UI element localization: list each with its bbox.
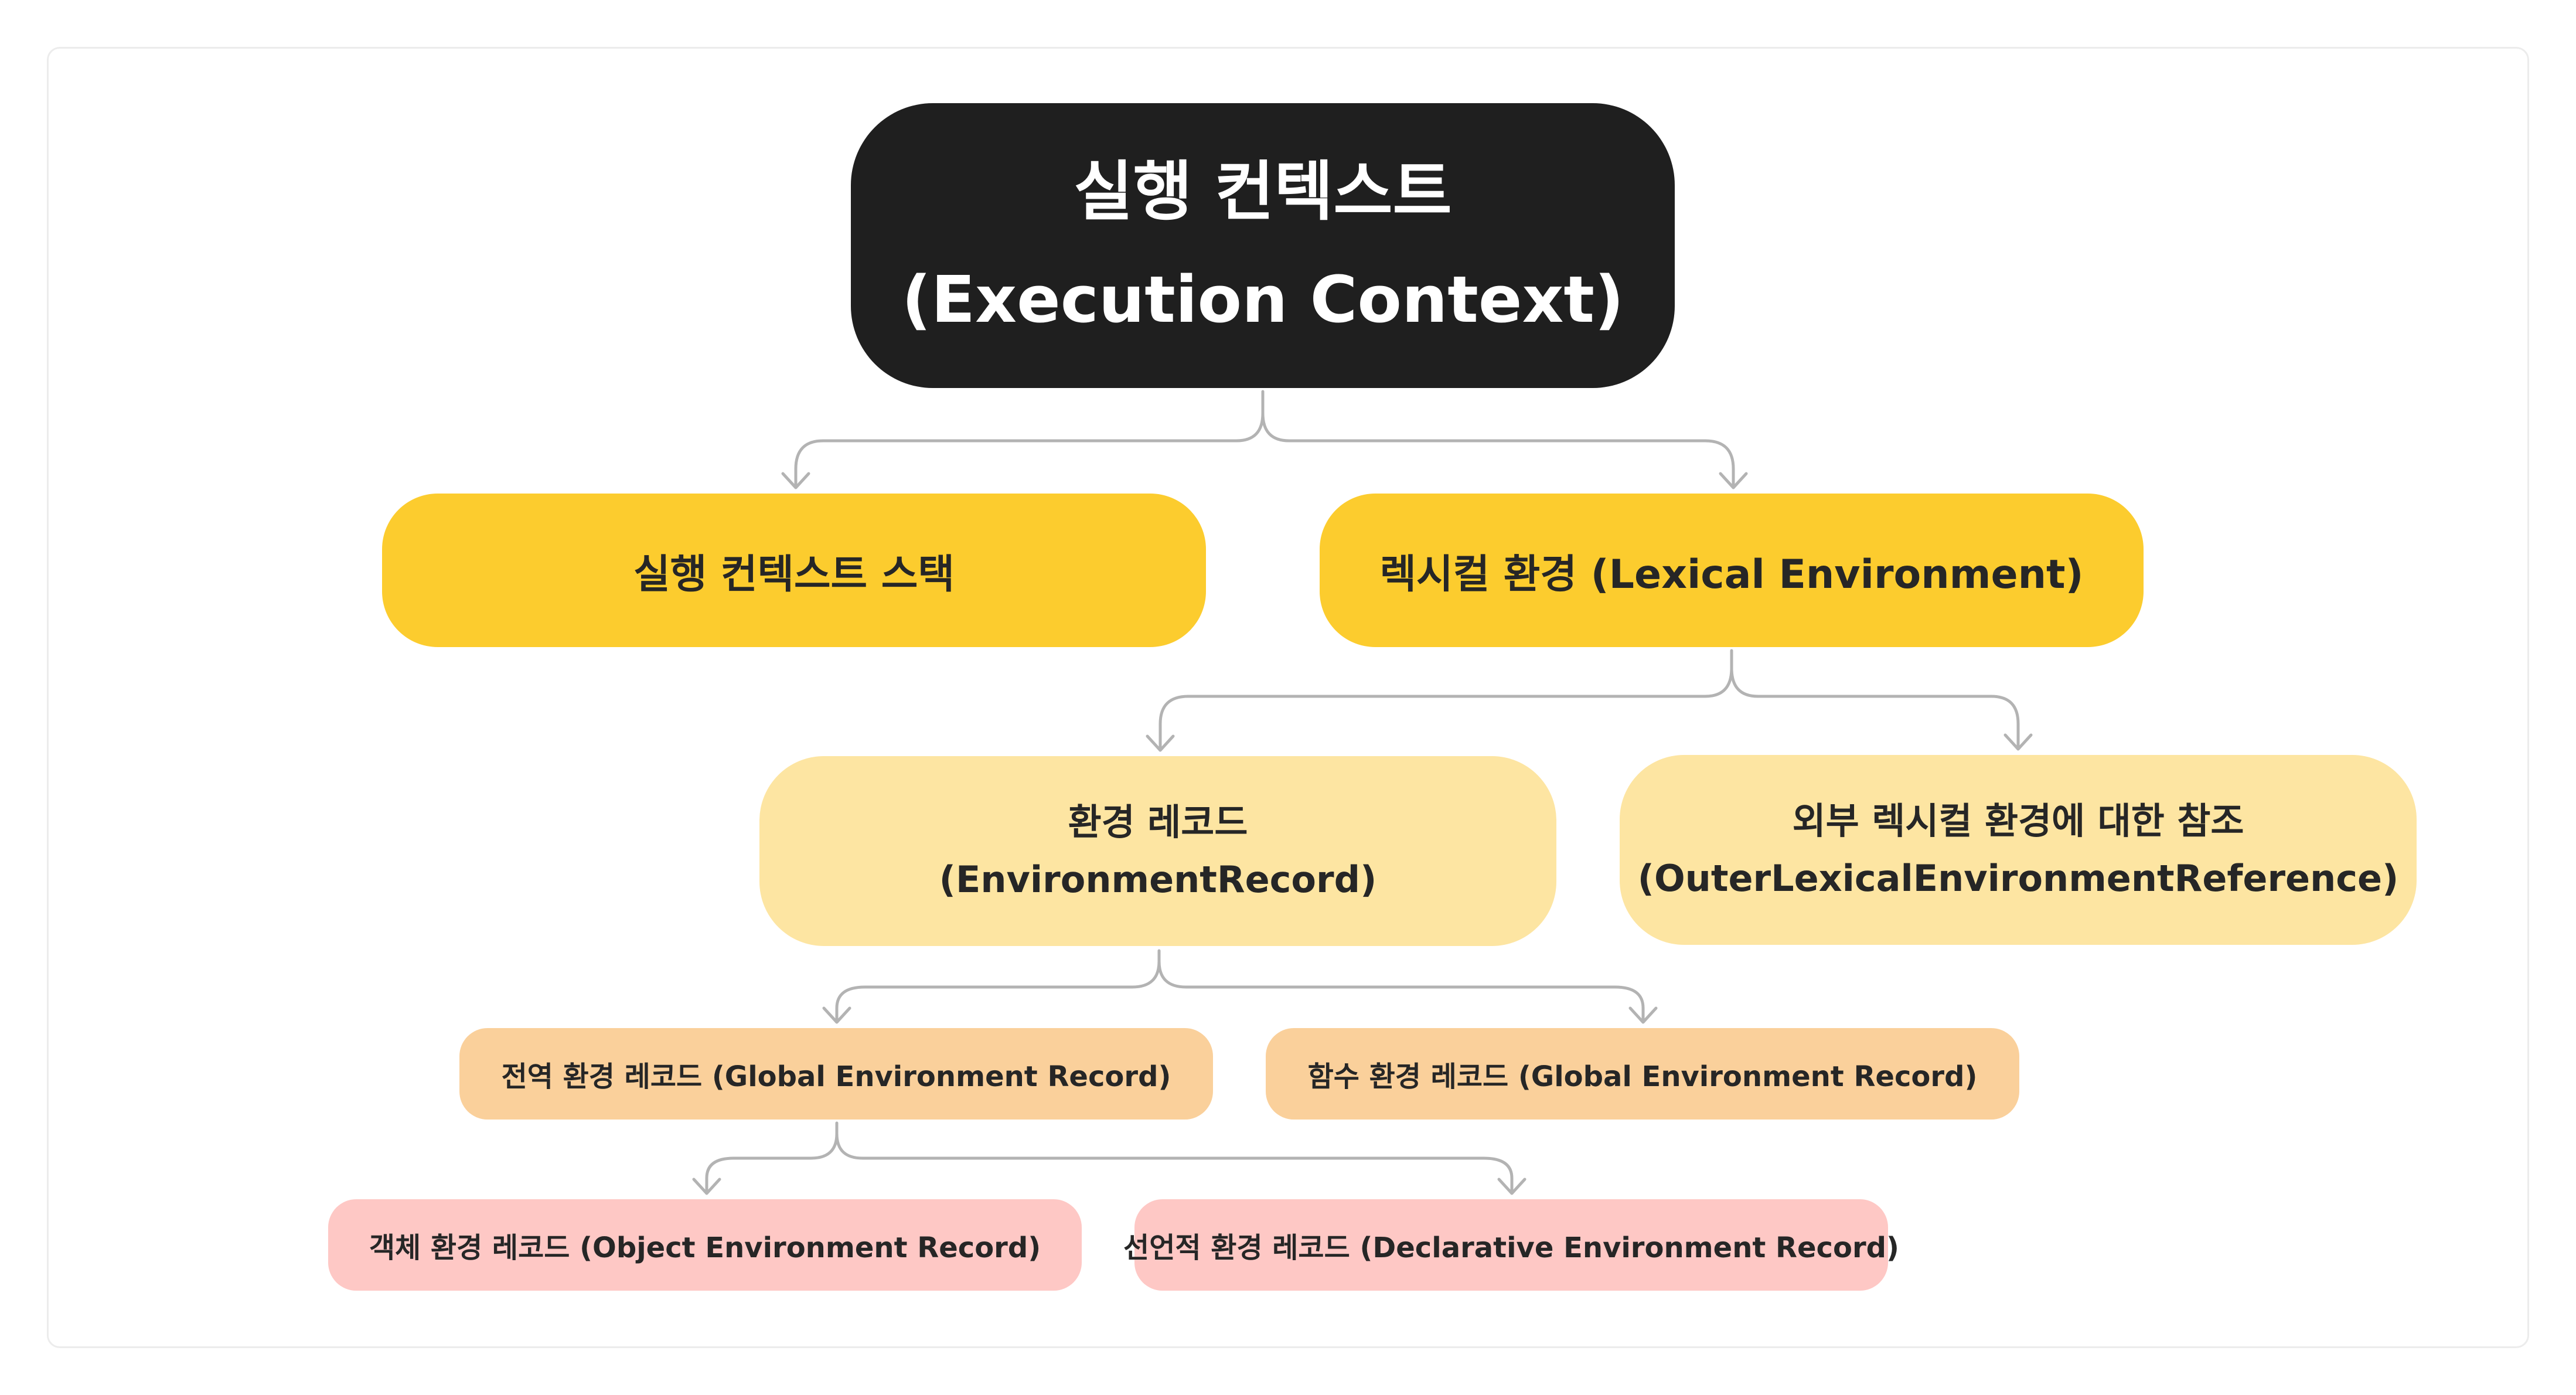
connector-global-to-declarative — [835, 1132, 1514, 1193]
arrowhead-function — [1628, 1006, 1658, 1024]
arrowhead-lexical — [1719, 472, 1748, 489]
arrowhead-stack — [781, 472, 810, 489]
arrowhead-env — [1146, 734, 1175, 752]
lexical-environment-node: 렉시컬 환경 (Lexical Environment) — [1320, 494, 2144, 647]
diagram-frame — [47, 47, 2529, 1348]
environment-record-label: 환경 레코드 — [1068, 801, 1248, 843]
global-environment-record-label: 전역 환경 레코드 (Global Environment Record) — [501, 1060, 1171, 1093]
function-environment-record-label: 함수 환경 레코드 (Global Environment Record) — [1307, 1060, 1978, 1093]
connector-lexical-to-outer — [1730, 666, 2020, 748]
connector-global-to-object — [705, 1121, 839, 1193]
arrowhead-declarative — [1497, 1178, 1526, 1195]
function-environment-record-node: 함수 환경 레코드 (Global Environment Record) — [1266, 1028, 2019, 1120]
global-environment-record-node: 전역 환경 레코드 (Global Environment Record) — [459, 1028, 1213, 1120]
environment-record-sublabel: (EnvironmentRecord) — [939, 858, 1377, 901]
connector-lexical-to-env — [1158, 649, 1733, 750]
execution-context-stack-label: 실행 컨텍스트 스택 — [633, 551, 955, 598]
object-environment-record-node: 객체 환경 레코드 (Object Environment Record) — [328, 1199, 1082, 1291]
declarative-environment-record-label: 선언적 환경 레코드 (Declarative Environment Reco… — [1123, 1231, 1899, 1264]
connector-env-to-global — [835, 949, 1161, 1022]
execution-context-stack-node: 실행 컨텍스트 스택 — [382, 494, 1206, 647]
execution-context-subtitle: (Execution Context) — [901, 262, 1624, 337]
outer-reference-node: 외부 렉시컬 환경에 대한 참조 (OuterLexicalEnvironmen… — [1620, 755, 2417, 945]
arrowhead-object — [692, 1178, 721, 1195]
execution-context-title: 실행 컨텍스트 — [1074, 154, 1452, 229]
arrowhead-global — [822, 1006, 851, 1024]
execution-context-node: 실행 컨텍스트 (Execution Context) — [851, 103, 1675, 388]
lexical-environment-label: 렉시컬 환경 (Lexical Environment) — [1379, 551, 2084, 598]
arrowhead-outer — [2003, 733, 2033, 751]
object-environment-record-label: 객체 환경 레코드 (Object Environment Record) — [369, 1231, 1041, 1264]
connector-env-to-function — [1157, 960, 1645, 1022]
outer-reference-sublabel: (OuterLexicalEnvironmentReference) — [1637, 857, 2399, 900]
connector-root-to-lexical — [1261, 411, 1735, 487]
declarative-environment-record-node: 선언적 환경 레코드 (Declarative Environment Reco… — [1123, 1199, 1899, 1291]
connector-root-to-stack — [794, 390, 1265, 487]
outer-reference-label: 외부 렉시컬 환경에 대한 참조 — [1792, 799, 2244, 842]
environment-record-node: 환경 레코드 (EnvironmentRecord) — [759, 756, 1556, 946]
